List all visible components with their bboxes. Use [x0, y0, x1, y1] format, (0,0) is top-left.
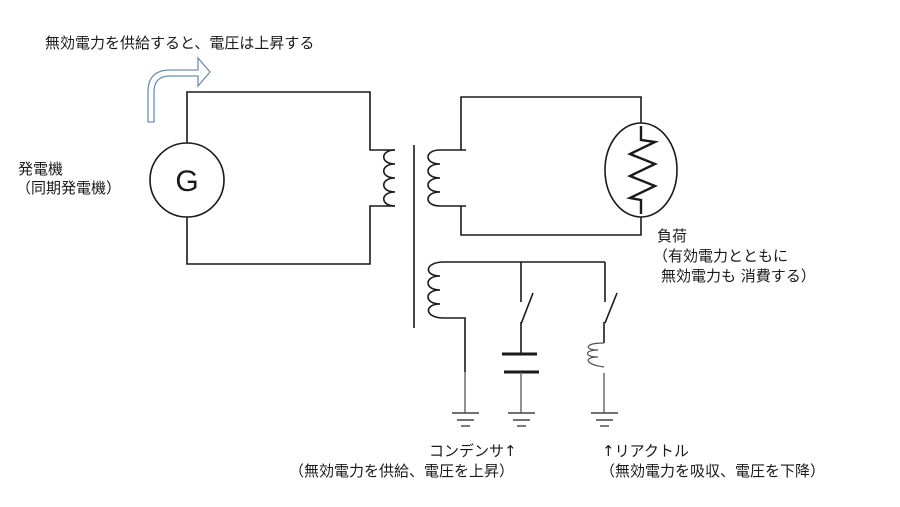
generator-label-line2: （同期発電機）	[16, 179, 122, 197]
generator-symbol	[149, 142, 225, 218]
ground-icon	[591, 412, 618, 427]
generator-label-line1: 発電機	[18, 160, 64, 178]
load-loop	[440, 96, 642, 236]
reactor-label-line2: （無効電力を吸収、電圧を下降）	[600, 462, 826, 480]
generator-letter: G	[175, 165, 198, 198]
ground-icon	[452, 412, 479, 427]
capacitor-label-line1: コンデンサ↑	[429, 442, 517, 460]
capacitor-label-line2: （無効電力を供給、電圧を上昇）	[289, 462, 515, 480]
capacitor-label: コンデンサ↑ （無効電力を供給、電圧を上昇）	[289, 441, 517, 481]
ground-icon	[508, 412, 535, 427]
load-label-line3: 無効電力も 消費する）	[661, 267, 816, 285]
supply-arrow-icon	[147, 56, 211, 123]
diagram-title: 無効電力を供給すると、電圧は上昇する	[45, 34, 315, 52]
shunt-bus	[444, 261, 618, 372]
load-label-line1: 負荷	[657, 227, 688, 245]
resistor-icon	[626, 126, 660, 214]
capacitor-icon	[502, 352, 539, 374]
generator-loop	[186, 91, 395, 265]
load-label-line2: （有効電力とともに	[653, 247, 789, 265]
reactor-label-line1: ↑リアクトル	[602, 442, 689, 460]
load-label: 負荷 （有効電力とともに 無効電力も 消費する）	[653, 226, 816, 286]
primary-coil-icon	[382, 149, 396, 207]
ground-leads	[464, 372, 605, 413]
tertiary-coil-icon	[427, 261, 445, 319]
generator-label: 発電機 （同期発電機）	[16, 160, 122, 198]
secondary-coil-icon	[427, 149, 441, 207]
reactor-coil-icon	[586, 342, 605, 368]
reactor-label: ↑リアクトル （無効電力を吸収、電圧を下降）	[600, 441, 825, 481]
